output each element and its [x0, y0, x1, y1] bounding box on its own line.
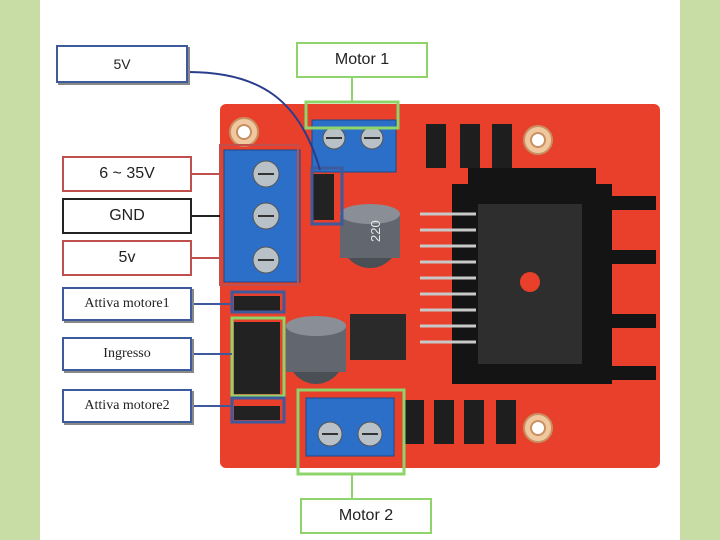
- power-terminal-highlight: [219, 144, 299, 286]
- motor1-highlight: [304, 100, 400, 130]
- enable2-highlight: [230, 396, 286, 424]
- screw-terminal-icon: [305, 397, 395, 457]
- jumper-icon: [234, 296, 280, 420]
- capacitor-text-upper: 220: [368, 220, 383, 242]
- enable1-highlight: [230, 290, 286, 314]
- label-enable-motor1: Attiva motore1: [62, 287, 192, 321]
- diode-icon: [404, 400, 516, 444]
- label-input: Ingresso: [62, 337, 192, 371]
- heatsink-icon: [452, 168, 656, 384]
- label-motor1: Motor 1: [296, 42, 428, 78]
- label-5v-output: 5v: [62, 240, 192, 276]
- diode-icon: [426, 124, 512, 168]
- left-side-panel: [0, 0, 40, 540]
- capacitor-icon: [286, 316, 346, 384]
- label-5v-jumper: 5V: [56, 45, 188, 83]
- label-power-input: 6 ~ 35V: [62, 156, 192, 192]
- label-enable-motor2: Attiva motore2: [62, 389, 192, 423]
- screw-terminal-icon: [223, 149, 301, 283]
- right-side-panel: [680, 0, 720, 540]
- capacitor-icon: 220: [340, 204, 400, 268]
- label-motor2: Motor 2: [300, 498, 432, 534]
- input-highlight: [230, 316, 286, 398]
- jumper-icon: [312, 174, 334, 220]
- label-gnd: GND: [62, 198, 192, 234]
- motor2-highlight: [296, 388, 406, 476]
- mounting-holes: [229, 117, 553, 443]
- l298n-board: 220: [220, 104, 660, 468]
- input-pin-header: [234, 322, 280, 394]
- v5-jumper-highlight: [310, 166, 344, 226]
